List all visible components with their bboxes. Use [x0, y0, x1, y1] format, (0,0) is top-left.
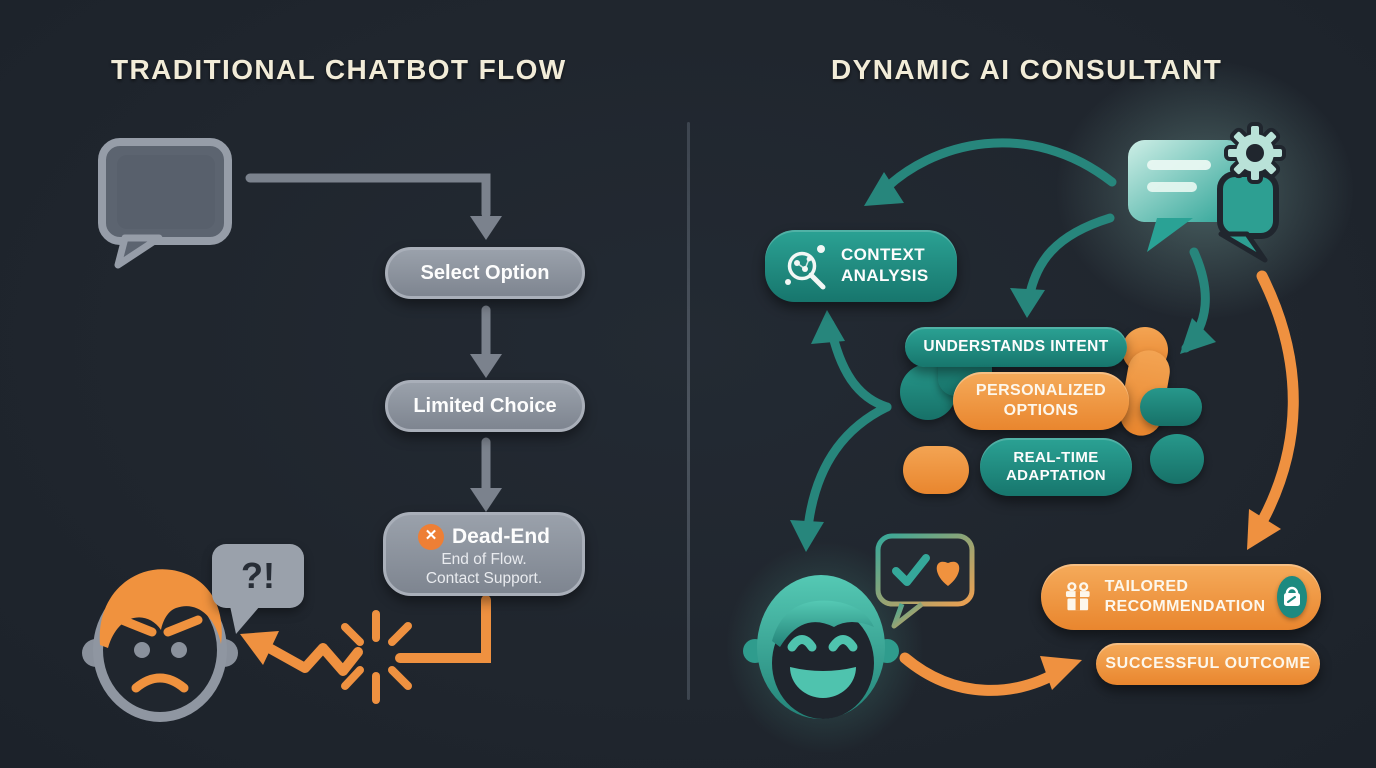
node-limited-choice: Limited Choice: [385, 380, 585, 432]
connector-blob-teal-right: [1140, 388, 1202, 426]
arrowhead-limited-choice: [470, 354, 502, 378]
connector-blob-teal-circle: [1150, 434, 1204, 484]
node-dead-end: ✕ Dead-End End of Flow. Contact Support.: [383, 512, 585, 596]
speech-bubble-icon: [98, 138, 232, 269]
shopping-bag-badge: [1277, 576, 1307, 618]
select-option-label: Select Option: [420, 261, 550, 284]
arrowhead-select-option: [470, 216, 502, 240]
magnifier-analysis-icon: [785, 245, 826, 290]
context-analysis-line2: ANALYSIS: [841, 266, 929, 285]
arrowhead-cluster: [1180, 318, 1216, 354]
heart-icon: [936, 561, 960, 586]
x-circle-icon: ✕: [417, 523, 444, 550]
understands-intent-label: UNDERSTANDS INTENT: [923, 337, 1109, 355]
node-successful-outcome: SUCCESSFUL OUTCOME: [1096, 643, 1320, 685]
zigzag-path: [257, 639, 363, 676]
arrow-cluster-to-user: [802, 402, 892, 543]
gift-icon: [1065, 582, 1090, 611]
realtime-line1: REAL-TIME: [1013, 448, 1099, 466]
left-panel-title: TRADITIONAL CHATBOT FLOW: [111, 54, 567, 85]
dead-end-header: ✕ Dead-End: [417, 523, 550, 550]
node-personalized-options: PERSONALIZED OPTIONS: [953, 372, 1129, 430]
arrow-chat-to-tailored: [1248, 270, 1299, 542]
arrow-chat-to-intent: [1024, 213, 1115, 303]
arrowhead-dead-end: [470, 488, 502, 512]
shopping-bag-icon: [1284, 586, 1301, 606]
node-context-analysis: CONTEXT ANALYSIS: [765, 230, 957, 302]
arrowhead-context-analysis: [864, 172, 904, 206]
successful-outcome-label: SUCCESSFUL OUTCOME: [1105, 655, 1311, 673]
arrowhead-up-context: [811, 310, 845, 344]
arrowhead-understands-intent: [1010, 288, 1045, 318]
dead-end-title: Dead-End: [451, 524, 550, 548]
arrowhead-angry-user: [240, 631, 279, 665]
realtime-line2: ADAPTATION: [1005, 467, 1107, 484]
interrobang-bubble-tail: [230, 606, 260, 634]
angry-face-icon: [82, 569, 238, 722]
node-select-option: Select Option: [385, 247, 585, 299]
dead-end-line1: End of Flow.: [441, 550, 527, 568]
interrobang-bubble-icon: ?!: [212, 544, 304, 608]
arrow-user-to-outcome: [899, 652, 1068, 696]
personalized-line2: OPTIONS: [1003, 402, 1079, 419]
confusion-label: ?!: [241, 555, 275, 596]
panel-divider: [687, 122, 690, 700]
arrowhead-happy-user: [790, 520, 824, 552]
arrowhead-outcome: [1040, 656, 1082, 690]
personalized-line1: PERSONALIZED: [975, 382, 1107, 400]
check-icon: [892, 554, 930, 586]
connector-blob-orange-left: [903, 446, 969, 494]
right-panel-title: DYNAMIC AI CONSULTANT: [831, 54, 1223, 85]
node-realtime-adaptation: REAL-TIME ADAPTATION: [980, 438, 1132, 496]
arrow-chat-to-context: [875, 138, 1117, 199]
deadend-exit-path: [395, 595, 491, 663]
tailored-line1: TAILORED: [1104, 578, 1189, 596]
chat-gear-icon: [1128, 122, 1286, 263]
check-heart-bubble-icon: [875, 533, 975, 629]
starburst-crash-icon: [341, 610, 412, 704]
happy-face-icon: [743, 575, 899, 719]
context-analysis-line1: CONTEXT: [841, 245, 926, 265]
limited-choice-label: Limited Choice: [413, 394, 557, 417]
connector-start-to-select: [245, 173, 491, 219]
node-tailored-recommendation: TAILORED RECOMMENDATION: [1041, 564, 1321, 630]
node-understands-intent: UNDERSTANDS INTENT: [905, 327, 1127, 367]
dead-end-line2: Contact Support.: [425, 570, 543, 588]
arrowhead-tailored: [1247, 509, 1281, 550]
gear-icon: [1224, 122, 1286, 184]
tailored-line2: RECOMMENDATION: [1104, 598, 1266, 615]
